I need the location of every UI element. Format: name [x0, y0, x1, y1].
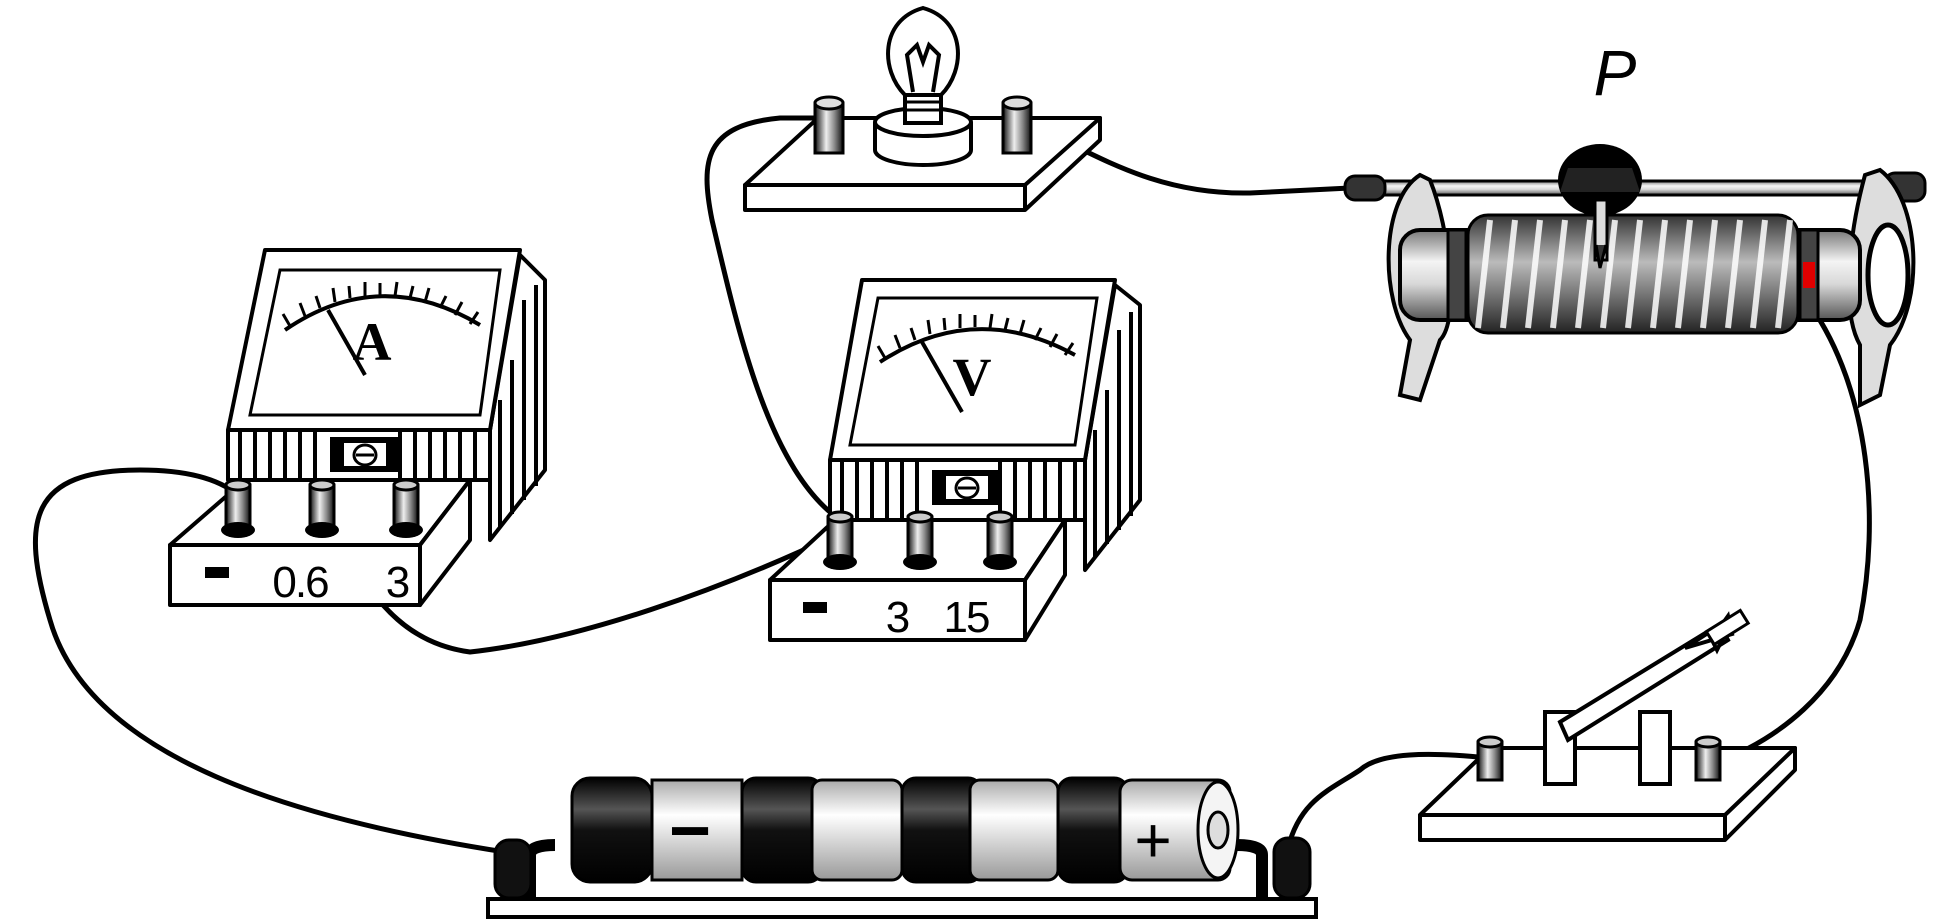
rheostat-slider: [1558, 144, 1642, 269]
voltmeter-needle: [920, 341, 964, 413]
voltmeter-symbol: V: [953, 347, 992, 407]
wire-battery-to-ammeter: [32, 467, 508, 855]
voltmeter-terminal-15: [983, 510, 1017, 570]
ammeter: A 0.6 3: [168, 248, 547, 607]
rheostat-terminal-red: [1803, 262, 1815, 288]
battery-cell-1: [570, 776, 744, 884]
ammeter-range-high: 3: [386, 558, 410, 607]
voltmeter-range-high: 15: [944, 593, 989, 642]
battery-terminal-negative: [493, 838, 533, 900]
battery-base: [486, 897, 1318, 919]
ammeter-symbol: A: [353, 312, 392, 372]
voltmeter-minus-mark: [803, 602, 827, 613]
battery-terminal-positive: [1272, 836, 1312, 900]
ammeter-needle: [326, 309, 367, 376]
switch-blade: [1557, 621, 1731, 743]
voltmeter-terminal-3: [903, 510, 937, 570]
voltmeter: V 3 15: [768, 278, 1142, 642]
light-bulb-icon: [873, 5, 973, 167]
wire-voltmeter-to-bulb: [704, 115, 843, 523]
lamp-board: [743, 5, 1102, 212]
rheostat-coil-end-left: [1446, 228, 1468, 322]
rheostat-rod-terminal-left: [1343, 174, 1387, 202]
lamp-terminal-right: [1001, 95, 1033, 155]
switch-contact-clip: [1638, 710, 1672, 786]
ammeter-terminal-0.6: [305, 478, 339, 538]
rheostat: P: [1343, 37, 1927, 409]
switch-terminal-left: [1476, 735, 1504, 782]
ammeter-minus-mark: [205, 567, 229, 578]
rheostat-coil: [1466, 213, 1800, 335]
wire-switch-to-battery: [1285, 751, 1491, 851]
battery-negative-label: −: [669, 791, 711, 871]
ammeter-terminal-minus: [221, 478, 255, 538]
battery-cell-2: [740, 776, 904, 884]
battery-cell-3: [900, 776, 1060, 884]
ammeter-terminal-3: [389, 478, 423, 538]
ammeter-range-low: 0.6: [272, 558, 328, 607]
wire-rheostat-to-switch: [1707, 302, 1872, 768]
voltmeter-range-low: 3: [886, 593, 910, 642]
battery-cell-4: [1056, 776, 1240, 884]
battery-positive-label: +: [1134, 804, 1171, 876]
lamp-terminal-left: [813, 95, 845, 155]
slider-label: P: [1594, 37, 1637, 109]
switch-terminal-right: [1694, 735, 1722, 782]
voltmeter-terminal-minus: [823, 510, 857, 570]
battery-pack: − +: [486, 776, 1318, 919]
knife-switch: [1418, 608, 1797, 842]
